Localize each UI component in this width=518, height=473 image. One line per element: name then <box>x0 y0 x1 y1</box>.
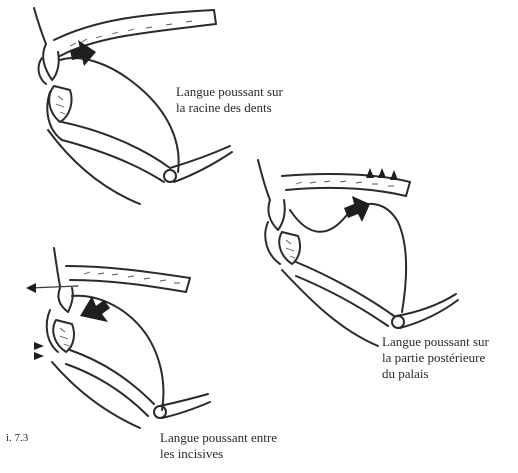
upper-incisor <box>43 44 59 80</box>
lower-incisor-texture <box>60 328 69 346</box>
palate-end <box>406 182 410 196</box>
palate-bottom <box>70 280 186 292</box>
caption-bottom-left-line-1: Langue poussant entre <box>160 430 277 446</box>
mandible-bottom <box>62 140 164 182</box>
hyoid-bone <box>154 406 166 418</box>
chin-outline <box>282 270 378 346</box>
caption-right-line-1: Langue poussant sur <box>382 334 489 350</box>
panel-tongue-on-posterior-palate <box>258 160 458 346</box>
figure-number: i. 7.3 <box>6 430 28 446</box>
pressure-arrow-3 <box>390 170 398 180</box>
caption-right-line-2: la partie postérieure <box>382 350 489 366</box>
palate-texture <box>70 21 192 46</box>
palate-bottom <box>286 188 406 196</box>
chin-outline <box>52 362 140 428</box>
lower-incisor <box>49 86 71 122</box>
palate-top <box>282 174 410 182</box>
palate-end <box>214 10 216 24</box>
protrusion-line <box>30 286 78 288</box>
mandible-bottom <box>66 364 148 416</box>
palate-end <box>186 278 190 292</box>
mandible-top <box>70 350 154 404</box>
hyoid-bone <box>392 316 404 328</box>
lip-arrow-1 <box>34 342 44 350</box>
caption-top-left: Langue poussant sur la racine des dents <box>176 84 283 116</box>
pressure-arrow-2 <box>378 168 386 178</box>
lower-incisor-texture <box>56 96 65 114</box>
caption-right-line-3: du palais <box>382 366 489 382</box>
throat-line-upper <box>160 394 208 406</box>
protrusion-arrowhead <box>26 283 36 293</box>
mandible-top <box>296 262 394 316</box>
face-profile-upper <box>34 8 46 44</box>
panel-tongue-between-incisors <box>26 248 210 428</box>
caption-right: Langue poussant sur la partie postérieur… <box>382 334 489 382</box>
face-profile-upper <box>54 248 60 286</box>
palate-top <box>66 266 190 278</box>
palate-texture <box>296 181 394 186</box>
caption-bottom-left-line-2: les incisives <box>160 446 277 462</box>
lower-incisor <box>53 320 74 352</box>
palate-top <box>54 10 214 40</box>
lower-incisor <box>279 232 300 264</box>
caption-top-left-line-2: la racine des dents <box>176 100 283 116</box>
hyoid-bone <box>164 170 176 182</box>
lower-incisor-texture <box>286 240 295 258</box>
chin-outline <box>48 130 140 204</box>
thrust-arrow-upward <box>344 196 370 222</box>
thrust-arrow-between-teeth <box>80 296 110 322</box>
pressure-arrow-1 <box>366 168 374 178</box>
tongue-dorsum <box>60 58 179 172</box>
face-profile-upper <box>258 160 270 200</box>
lip-arrow-2 <box>34 352 44 360</box>
upper-incisor <box>58 288 72 312</box>
upper-incisor <box>268 200 284 230</box>
caption-bottom-left: Langue poussant entre les incisives <box>160 430 277 462</box>
lip-outline <box>265 222 280 264</box>
caption-top-left-line-1: Langue poussant sur <box>176 84 283 100</box>
